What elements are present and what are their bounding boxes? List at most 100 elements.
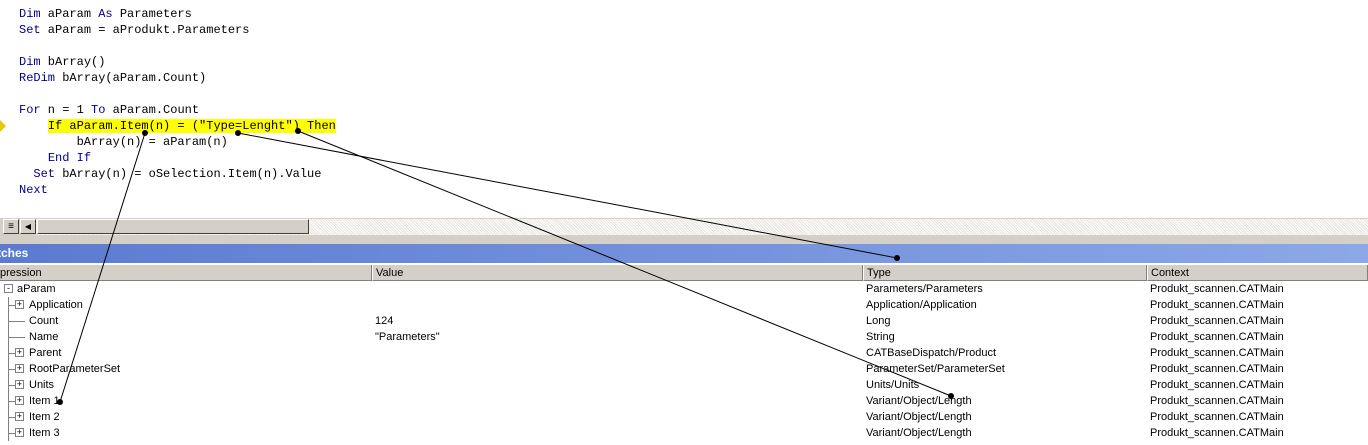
code-text: Parameters [112, 7, 192, 21]
tree-connector [8, 297, 9, 313]
full-module-view-icon[interactable]: ≡ [3, 219, 19, 234]
code-text: bArray(n) = oSelection.Item(n).Value [55, 167, 322, 181]
watch-context: Produkt_scannen.CATMain [1150, 363, 1284, 375]
watch-context: Produkt_scannen.CATMain [1150, 331, 1284, 343]
code-text [19, 151, 48, 165]
watch-expression: Units [29, 379, 55, 391]
code-line[interactable]: If aParam.Item(n) = ("Type=Lenght") Then [19, 118, 336, 134]
expand-icon[interactable]: + [15, 395, 24, 405]
watch-expression: Parent [29, 347, 62, 359]
tree-connector [9, 353, 15, 354]
watch-expression-cell: + Units [0, 377, 372, 393]
expand-icon[interactable]: + [15, 411, 24, 421]
expand-icon[interactable]: + [15, 299, 24, 309]
expand-icon[interactable]: + [15, 379, 24, 389]
watch-context: Produkt_scannen.CATMain [1150, 299, 1284, 311]
watch-context: Produkt_scannen.CATMain [1150, 395, 1284, 407]
code-line[interactable]: End If [19, 150, 91, 166]
column-header-expression[interactable]: pression [0, 265, 372, 281]
expand-icon[interactable]: + [15, 363, 24, 373]
code-line[interactable]: Dim aParam As Parameters [19, 6, 192, 22]
column-header-value[interactable]: Value [372, 265, 863, 281]
watch-expression-cell: +Application [0, 297, 372, 313]
code-line[interactable]: bArray(n) = aParam(n) [19, 134, 228, 150]
code-text: bArray(n) = aParam(n) [19, 135, 228, 149]
watch-value [375, 409, 863, 425]
tree-connector [8, 409, 9, 425]
code-keyword: For [19, 103, 41, 117]
tree-connector [9, 417, 15, 418]
code-line[interactable]: Dim bArray() [19, 54, 105, 70]
watch-expression-cell: +Item 3 [0, 425, 372, 441]
watch-value [375, 377, 863, 393]
watch-expression: RootParameterSet [29, 363, 121, 375]
code-text [19, 167, 33, 181]
watch-value [375, 425, 863, 441]
watch-value [375, 393, 863, 409]
tree-connector [9, 321, 25, 322]
tree-connector [9, 305, 15, 306]
editor-margin[interactable] [0, 0, 7, 218]
watch-expression: aParam [17, 283, 56, 295]
watch-type: Parameters/Parameters [866, 283, 983, 295]
splitter[interactable] [0, 236, 1368, 244]
tree-connector [8, 361, 9, 377]
expand-icon[interactable]: + [15, 427, 24, 437]
expand-icon[interactable]: + [15, 347, 24, 357]
code-keyword: End If [47, 151, 92, 165]
code-line[interactable]: Set aParam = aProdukt.Parameters [19, 22, 249, 38]
column-header-context[interactable]: Context [1147, 265, 1368, 281]
watch-context: Produkt_scannen.CATMain [1150, 347, 1284, 359]
watch-expression-cell: +Item 2 [0, 409, 372, 425]
watch-expression: Count [29, 315, 59, 327]
watch-type: String [866, 331, 895, 343]
watch-expression: Item 1 [29, 395, 60, 407]
watch-value: 124 [375, 315, 394, 327]
tree-connector [8, 393, 9, 409]
watch-type: Units/Units [866, 379, 920, 391]
tree-connector [9, 401, 15, 402]
watch-row[interactable]: Count 124 Long Produkt_scannen.CATMain [0, 313, 1368, 329]
tree-connector [9, 433, 15, 434]
watch-value [375, 361, 863, 377]
watches-column-headers: pression Value Type Context [0, 265, 1368, 281]
tree-connector [9, 369, 15, 370]
watch-type: CATBaseDispatch/Product [866, 347, 997, 359]
code-line[interactable]: For n = 1 To aParam.Count [19, 102, 199, 118]
scroll-left-button[interactable]: ◀ [20, 219, 36, 234]
scroll-thumb[interactable] [37, 219, 309, 234]
watch-context: Produkt_scannen.CATMain [1150, 315, 1284, 327]
collapse-icon[interactable]: - [4, 284, 13, 293]
watch-type: Long [866, 315, 891, 327]
code-text: aParam = aProdukt.Parameters [40, 23, 250, 37]
watch-row[interactable]: + Parent CATBaseDispatch/Product Produkt_sc… [0, 345, 1368, 361]
watch-value [375, 345, 863, 361]
watch-value [375, 281, 863, 297]
watch-expression-cell: Name [0, 329, 372, 345]
watch-expression-cell: + Parent [0, 345, 372, 361]
code-keyword: As [98, 7, 113, 21]
code-line[interactable]: Next [19, 182, 48, 198]
code-text: aParam [40, 7, 99, 21]
code-text: n = 1 [40, 103, 92, 117]
watches-title-bar: tches [0, 244, 1368, 263]
editor-horizontal-scrollbar[interactable]: ≡ ◀ [0, 218, 1368, 236]
code-text [19, 119, 48, 133]
code-line[interactable]: Set bArray(n) = oSelection.Item(n).Value [19, 166, 321, 182]
tree-connector [8, 345, 9, 361]
code-text: aParam.Count [105, 103, 200, 117]
watches-title: tches [0, 246, 29, 260]
code-line[interactable]: ReDim bArray(aParam.Count) [19, 70, 206, 86]
column-header-type[interactable]: Type [863, 265, 1147, 281]
code-keyword: ReDim [19, 71, 56, 85]
